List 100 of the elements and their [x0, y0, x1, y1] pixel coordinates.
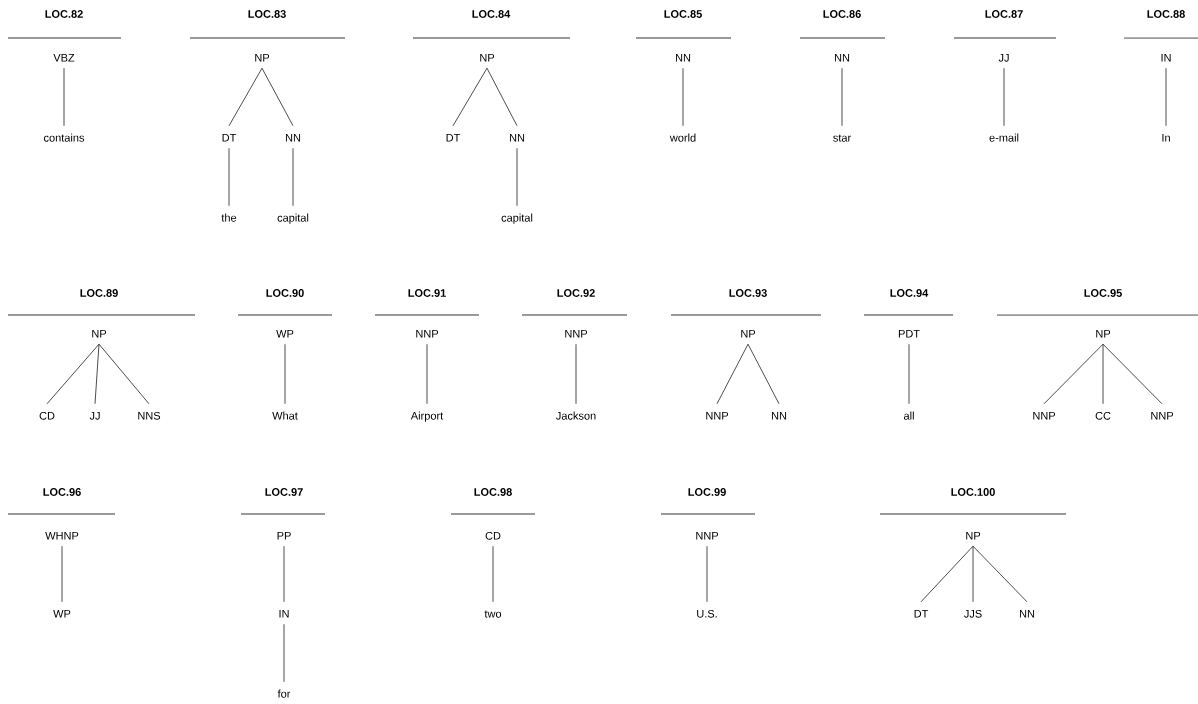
tree-label: all	[904, 411, 914, 420]
tree-label: DT	[222, 134, 237, 142]
tree-label: U.S.	[697, 609, 717, 618]
tree-title: LOC.82	[45, 10, 83, 18]
tree-label: NNP	[1033, 412, 1056, 420]
tree-label: NNS	[138, 411, 161, 420]
tree-title: LOC.100	[951, 488, 995, 496]
tree-label: star	[833, 134, 851, 142]
tree-branch	[486, 67, 518, 127]
tree-label: In	[1162, 134, 1170, 142]
tree-branch	[426, 343, 428, 405]
tree-label: NP	[480, 54, 495, 62]
tree-title: LOC.97	[265, 488, 303, 496]
tree-title: LOC.89	[80, 289, 118, 297]
tree-branch	[716, 343, 749, 405]
tree-title: LOC.99	[688, 488, 726, 496]
tree-label: IN	[1161, 54, 1171, 62]
tree-label: CD	[485, 531, 501, 540]
tree-label: contains	[44, 133, 85, 142]
tree-label: NNP	[1151, 412, 1174, 420]
tree-branch	[1165, 67, 1167, 127]
tree-label: IN	[279, 610, 289, 618]
tree-branch	[972, 545, 974, 603]
tree-title: LOC.87	[985, 10, 1023, 18]
tree-branch	[1003, 67, 1005, 127]
tree-label: PP	[277, 532, 291, 540]
tree-branch	[575, 343, 577, 405]
tree-label: NN	[1020, 610, 1035, 618]
tree-branch	[747, 343, 780, 405]
tree-title: LOC.96	[43, 488, 81, 496]
tree-label: the	[221, 213, 237, 222]
tree-title: LOC.98	[474, 488, 512, 496]
tree-branch	[228, 147, 230, 207]
tree-label: NNP	[416, 330, 439, 338]
tree-label: capital	[277, 213, 309, 224]
tree-label: CC	[1095, 411, 1111, 420]
tree-branch	[1102, 343, 1163, 405]
tree-label: NN	[772, 412, 787, 420]
tree-label: JJ	[998, 54, 1009, 62]
tree-label: NP	[92, 330, 107, 338]
tree-label: NN	[285, 134, 301, 142]
tree-label: NP	[741, 330, 756, 338]
tree-branch	[682, 67, 684, 127]
tree-branch	[706, 545, 708, 603]
tree-label: NNP	[706, 412, 729, 420]
tree-branch	[920, 545, 974, 603]
tree-branch	[1102, 343, 1104, 405]
tree-label: PDT	[898, 330, 920, 338]
tree-title: LOC.93	[729, 289, 767, 297]
tree-label: NN	[676, 54, 691, 62]
tree-label: WP	[53, 610, 71, 618]
tree-label: DT	[446, 134, 461, 142]
tree-label: WHNP	[45, 532, 79, 540]
tree-label: VBZ	[53, 54, 75, 62]
tree-label: NN	[509, 134, 525, 142]
tree-label: WP	[276, 330, 294, 338]
tree-branch	[1043, 343, 1104, 405]
tree-title: LOC.92	[557, 289, 595, 297]
tree-label: NN	[835, 54, 850, 62]
tree-title: LOC.95	[1084, 289, 1122, 297]
tree-title: LOC.94	[890, 289, 929, 297]
tree-label: JJS	[964, 609, 982, 618]
tree-title: LOC.85	[664, 10, 702, 18]
tree-branch	[283, 545, 285, 603]
tree-branch	[94, 343, 100, 405]
tree-label: What	[272, 411, 298, 420]
tree-label: NP	[255, 54, 270, 62]
tree-branch	[284, 343, 286, 405]
tree-label: world	[669, 133, 696, 142]
tree-label: Airport	[410, 411, 444, 422]
tree-branch	[46, 343, 100, 405]
tree-branch	[228, 67, 263, 127]
tree-label: two	[484, 610, 502, 618]
tree-branch	[292, 147, 294, 207]
tree-title: LOC.84	[472, 10, 511, 18]
tree-title: LOC.88	[1147, 10, 1185, 18]
tree-branch	[283, 623, 285, 683]
tree-branch	[972, 545, 1028, 603]
tree-branch	[63, 67, 65, 127]
tree-label: DT	[914, 610, 929, 618]
tree-label: capital	[501, 213, 533, 224]
tree-branch	[261, 67, 294, 127]
tree-branch	[452, 67, 488, 127]
tree-label: for	[277, 689, 291, 698]
tree-branch	[516, 147, 518, 207]
tree-branch	[841, 67, 843, 127]
tree-label: NNP	[565, 330, 588, 338]
tree-label: NP	[1096, 330, 1111, 338]
tree-label: NP	[966, 532, 981, 540]
tree-label: CD	[39, 411, 55, 420]
tree-label: NNP	[696, 532, 719, 540]
tree-label: Jackson	[556, 411, 596, 420]
tree-label: JJ	[89, 412, 100, 420]
tree-title: LOC.86	[823, 10, 861, 18]
tree-branch	[908, 343, 910, 405]
tree-title: LOC.91	[408, 289, 446, 297]
tree-title: LOC.90	[266, 289, 304, 297]
tree-branch	[492, 545, 494, 603]
tree-branch	[98, 343, 150, 405]
tree-title: LOC.83	[248, 10, 286, 18]
